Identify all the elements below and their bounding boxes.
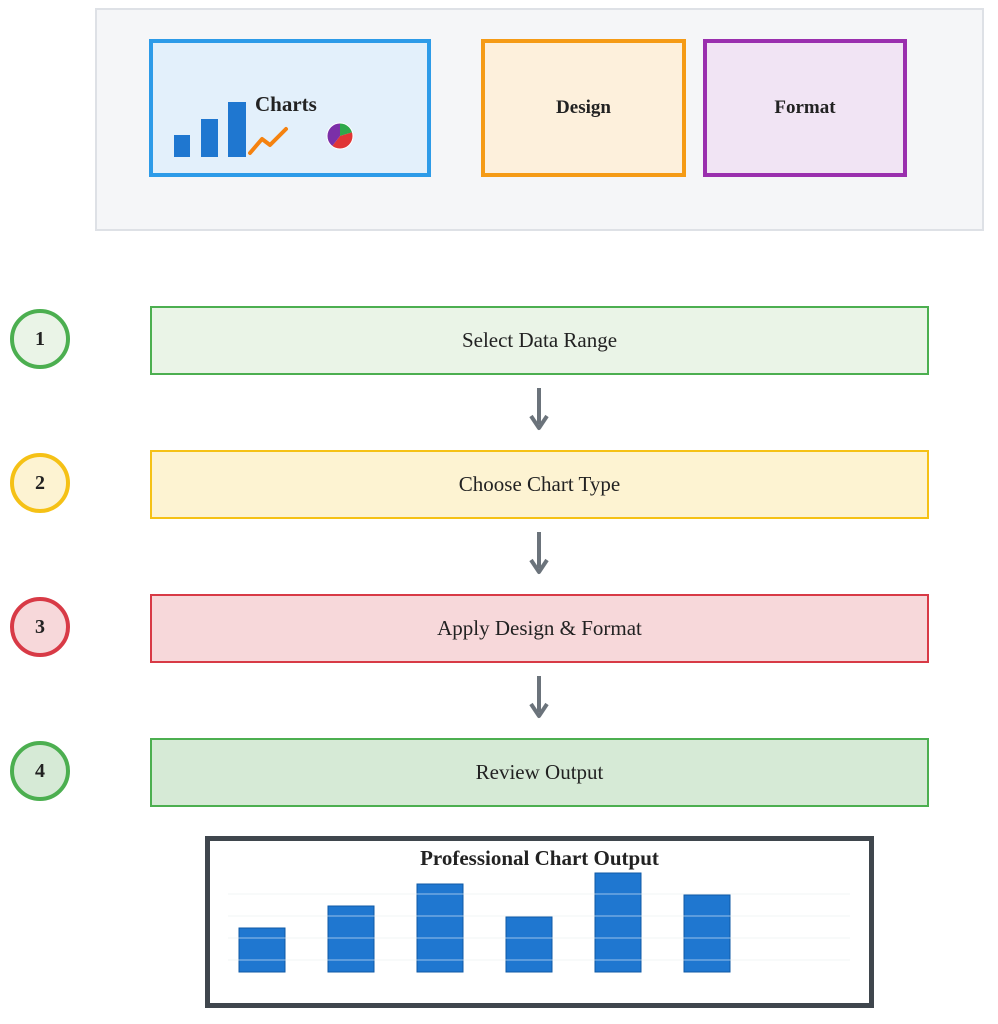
output-bar [505,916,553,973]
bar-chart-icon [228,102,246,157]
output-chart-title: Professional Chart Output [420,846,659,870]
step-3-box[interactable]: Apply Design & Format [150,594,929,663]
arrow-down-icon [529,532,549,574]
output-bar [416,883,464,973]
bar-chart-icon [201,119,218,157]
step-4-number: 4 [10,741,70,801]
step-3-number: 3 [10,597,70,657]
step-1-box[interactable]: Select Data Range [150,306,929,375]
arrow-down-icon [529,676,549,718]
output-bar [238,927,286,973]
tab-charts-label: Charts [255,92,317,116]
line-chart-icon [248,127,288,155]
tab-charts[interactable] [149,39,431,177]
bar-chart-icon [174,135,190,157]
step-2-box[interactable]: Choose Chart Type [150,450,929,519]
output-bar [327,905,375,973]
pie-chart-icon [326,122,354,150]
tab-design[interactable]: Design [481,39,686,177]
output-bar [683,894,731,973]
output-bar [594,872,642,973]
step-1-number: 1 [10,309,70,369]
step-4-box[interactable]: Review Output [150,738,929,807]
output-chart [228,872,850,973]
step-2-number: 2 [10,453,70,513]
tab-format[interactable]: Format [703,39,907,177]
arrow-down-icon [529,388,549,430]
